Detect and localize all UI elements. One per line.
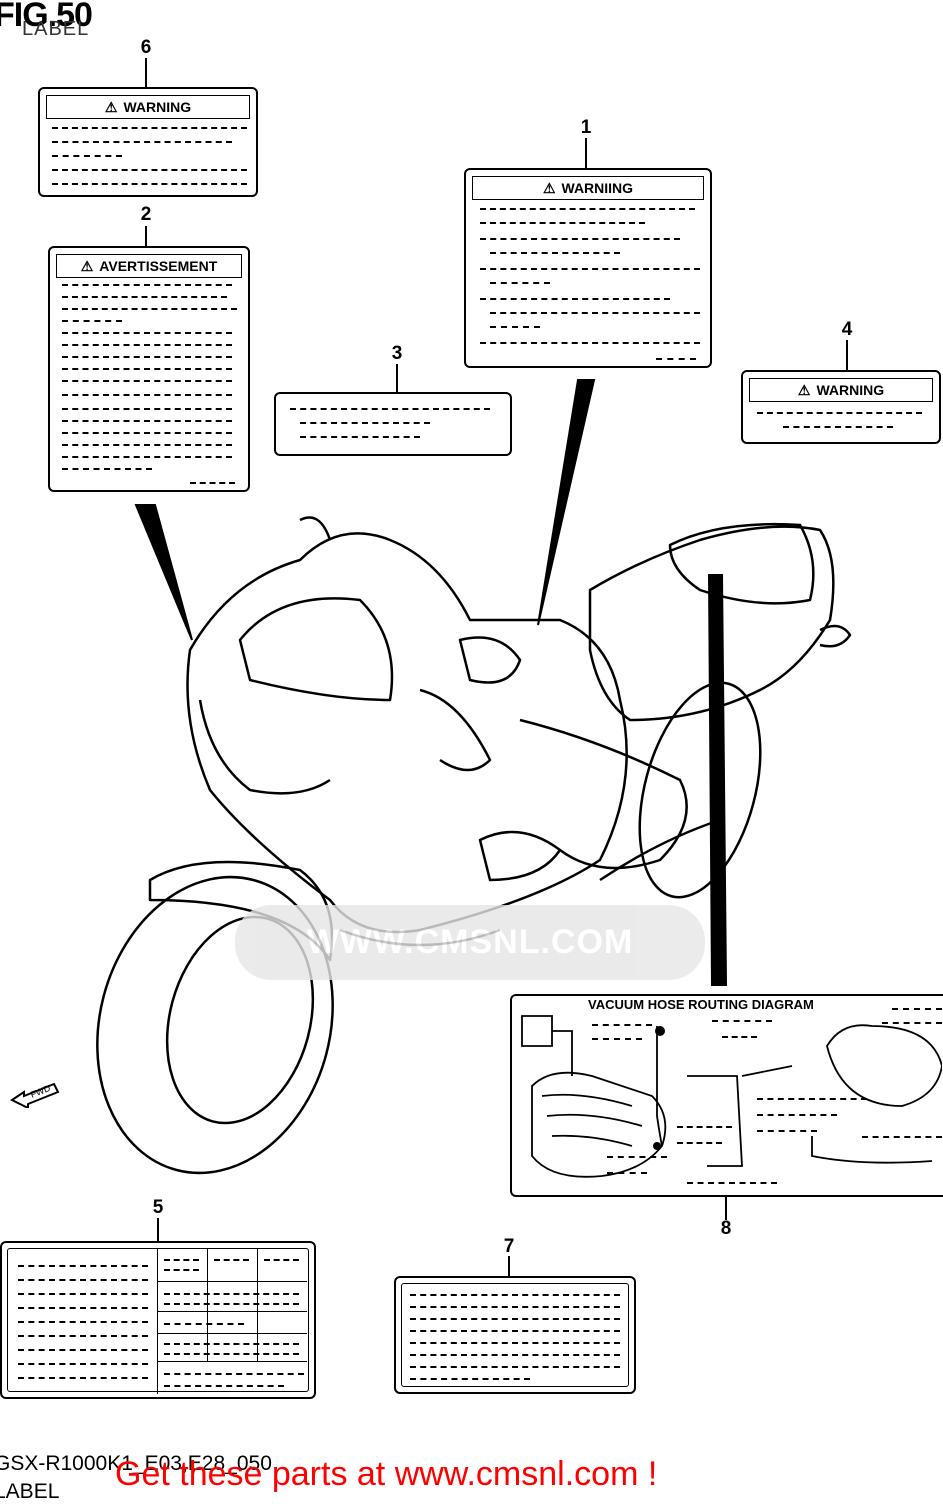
label-1-header-text: WARNIING	[561, 180, 634, 196]
fwd-arrow-icon: FWD	[10, 1083, 60, 1108]
label-3	[274, 392, 512, 456]
label-2-header-text: AVERTISSEMENT	[99, 258, 218, 274]
label-4-header-text: WARNING	[816, 382, 885, 398]
callout-4: 4	[841, 319, 853, 340]
callout-6: 6	[140, 37, 152, 58]
label-6-header: ⚠ WARNING	[46, 95, 250, 119]
label-1-header: ⚠ WARNIING	[472, 176, 704, 200]
watermark: WWW.CMSNL.COM	[235, 905, 705, 980]
warning-triangle-icon: ⚠	[542, 179, 556, 196]
callout-3: 3	[391, 343, 403, 364]
label-8	[510, 994, 943, 1197]
label-8-title: VACUUM HOSE ROUTING DIAGRAM	[588, 997, 814, 1012]
label-6-header-text: WARNING	[123, 99, 192, 115]
cta-link[interactable]: Get these parts at www.cmsnl.com !	[115, 1455, 658, 1493]
callout-2: 2	[140, 204, 152, 225]
label-5	[0, 1241, 316, 1399]
callout-1: 1	[580, 117, 592, 138]
warning-triangle-icon: ⚠	[104, 98, 118, 115]
label-1: ⚠ WARNIING	[464, 168, 712, 368]
label-6: ⚠ WARNING	[38, 87, 258, 197]
hose-routing-drawing	[521, 1015, 942, 1178]
label-7	[394, 1276, 636, 1394]
callout-7: 7	[503, 1236, 515, 1257]
label-4: ⚠ WARNING	[741, 370, 941, 444]
callout-8: 8	[720, 1218, 732, 1239]
label-4-header: ⚠ WARNING	[749, 378, 933, 402]
drawing-label: LABEL	[0, 1480, 60, 1503]
figure-title: FIG.50	[0, 0, 93, 34]
figure-subtitle: LABEL	[22, 18, 90, 40]
warning-triangle-icon: ⚠	[797, 381, 811, 398]
label-2-header: ⚠ AVERTISSEMENT	[56, 254, 242, 278]
drawing-code: GSX-R1000K1_E03,E28_050	[0, 1452, 272, 1475]
label-2: ⚠ AVERTISSEMENT	[48, 246, 250, 492]
warning-triangle-icon: ⚠	[80, 257, 94, 274]
callout-5: 5	[152, 1197, 164, 1218]
